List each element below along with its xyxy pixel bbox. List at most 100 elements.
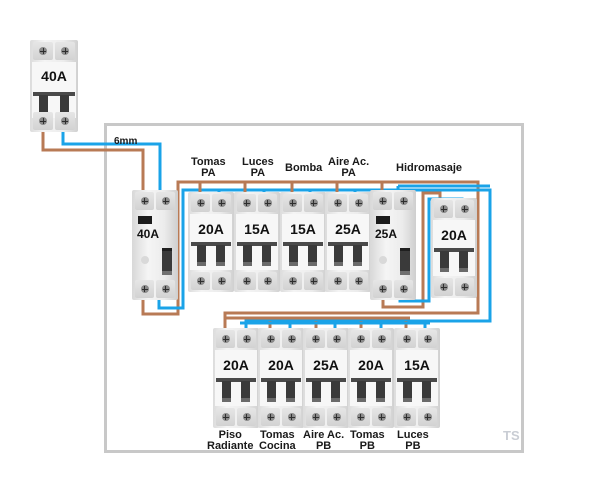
- breaker-lever-icon: [331, 381, 340, 402]
- screw-icon: [61, 47, 69, 55]
- rcd2-rating: 25A: [375, 227, 398, 241]
- breaker-luces-pb[interactable]: 15A: [394, 328, 440, 428]
- breaker-lever-icon: [353, 245, 362, 266]
- feed-neutral-wire: [61, 128, 162, 196]
- breaker-hidromasaje[interactable]: 20A: [431, 198, 477, 298]
- differential-breaker-hidromasaje[interactable]: 25A: [370, 190, 416, 300]
- screw-icon: [402, 413, 411, 421]
- screw-icon: [356, 335, 365, 343]
- feed-phase-wire: [41, 128, 145, 196]
- screw-icon: [354, 277, 363, 285]
- screw-icon: [402, 335, 411, 343]
- main-breaker[interactable]: 40A: [30, 40, 78, 132]
- screw-icon: [377, 413, 386, 421]
- screw-icon: [399, 285, 408, 293]
- screw-icon: [266, 413, 275, 421]
- breaker-rating: 25A: [335, 221, 361, 237]
- label-hidromasaje: Hidromasaje: [396, 162, 463, 174]
- screw-icon: [311, 413, 320, 421]
- breaker-lever-icon: [286, 381, 295, 402]
- screw-icon: [423, 335, 432, 343]
- screw-icon: [439, 205, 448, 213]
- test-button-icon: [376, 216, 390, 224]
- screw-icon: [263, 199, 272, 207]
- panel-tag: TS: [503, 428, 520, 443]
- screw-icon: [217, 199, 226, 207]
- screw-icon: [309, 199, 318, 207]
- indicator-icon: [379, 256, 387, 264]
- main-breaker-rating: 40A: [41, 68, 67, 84]
- label-bomba: Bomba: [285, 162, 323, 174]
- screw-icon: [61, 117, 69, 125]
- breaker-lever-icon: [312, 381, 321, 402]
- screw-icon: [221, 335, 230, 343]
- screw-icon: [377, 335, 386, 343]
- screw-icon: [217, 277, 226, 285]
- screw-icon: [287, 413, 296, 421]
- breaker-tomas-pa[interactable]: 20A: [188, 192, 234, 292]
- screw-icon: [460, 205, 469, 213]
- screw-icon: [333, 199, 342, 207]
- breaker-lever-icon: [241, 381, 250, 402]
- screw-icon: [196, 277, 205, 285]
- breaker-lever-icon: [403, 381, 412, 402]
- screw-icon: [39, 117, 47, 125]
- rcd2-out-phase-wire: [381, 191, 442, 309]
- differential-breaker-main[interactable]: 40A: [132, 190, 178, 300]
- breaker-tomas-cocina[interactable]: 20A: [258, 328, 304, 428]
- screw-icon: [333, 277, 342, 285]
- screw-icon: [309, 277, 318, 285]
- breaker-lever-icon: [440, 251, 449, 272]
- breaker-lever-icon: [162, 248, 172, 275]
- breaker-aire-pa[interactable]: 25A: [325, 192, 371, 292]
- breaker-rating: 15A: [244, 221, 270, 237]
- screw-icon: [288, 199, 297, 207]
- breaker-bomba[interactable]: 15A: [280, 192, 326, 292]
- breaker-lever-icon: [459, 251, 468, 272]
- rcd1-out-phase-wire: [141, 180, 480, 330]
- label-aire-pb: Aire Ac.PB: [303, 429, 345, 452]
- screw-icon: [196, 199, 205, 207]
- screw-icon: [354, 199, 363, 207]
- label-aire-pa: Aire Ac.PA: [328, 156, 370, 179]
- screw-icon: [161, 197, 170, 205]
- screw-icon: [378, 197, 387, 205]
- breaker-piso-radiante[interactable]: 20A: [213, 328, 259, 428]
- rcd1-rating: 40A: [137, 227, 160, 241]
- breaker-aire-pb[interactable]: 25A: [303, 328, 349, 428]
- test-button-icon: [138, 216, 152, 224]
- screw-icon: [221, 413, 230, 421]
- breaker-luces-pa[interactable]: 15A: [234, 192, 280, 292]
- breaker-lever-icon: [422, 381, 431, 402]
- screw-icon: [140, 197, 149, 205]
- screw-icon: [332, 413, 341, 421]
- screw-icon: [287, 335, 296, 343]
- screw-icon: [460, 283, 469, 291]
- breaker-lever-icon: [262, 245, 271, 266]
- feed-cable-label: 6mm: [114, 136, 138, 147]
- screw-icon: [242, 199, 251, 207]
- breaker-tomas-pb[interactable]: 20A: [348, 328, 394, 428]
- screw-icon: [263, 277, 272, 285]
- screw-icon: [242, 413, 251, 421]
- breaker-rating: 20A: [441, 227, 467, 243]
- screw-icon: [242, 335, 251, 343]
- screw-icon: [399, 197, 408, 205]
- screw-icon: [311, 335, 320, 343]
- breaker-rating: 20A: [268, 357, 294, 373]
- screw-icon: [288, 277, 297, 285]
- breaker-lever-icon: [216, 245, 225, 266]
- screw-icon: [378, 285, 387, 293]
- breaker-rating: 15A: [290, 221, 316, 237]
- screw-icon: [356, 413, 365, 421]
- indicator-icon: [141, 256, 149, 264]
- breaker-rating: 20A: [198, 221, 224, 237]
- breaker-lever-icon: [357, 381, 366, 402]
